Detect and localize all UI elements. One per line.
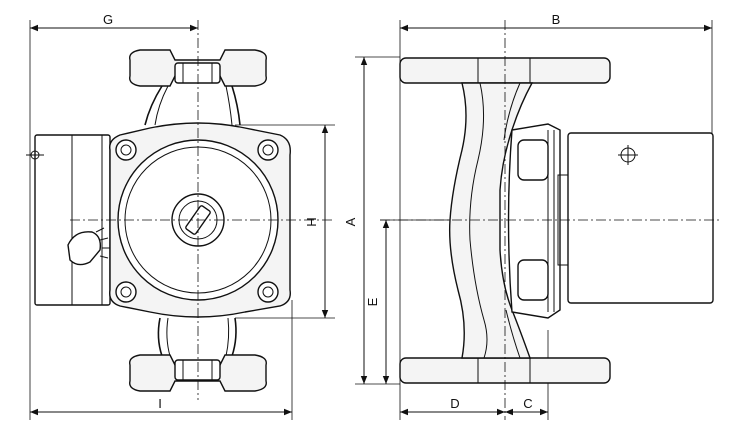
- dim-label-a: A: [343, 217, 358, 226]
- front-bottom-flange: [129, 354, 267, 392]
- front-top-flange: [129, 49, 267, 87]
- dim-label-g: G: [103, 12, 113, 27]
- dim-label-d: D: [450, 396, 459, 411]
- speed-selector-knob: [67, 227, 110, 266]
- side-motor: [567, 132, 714, 304]
- dim-label-b: B: [552, 12, 561, 27]
- dim-label-c: C: [523, 396, 532, 411]
- side-view: B A E D C: [343, 12, 720, 420]
- dim-label-e: E: [365, 297, 380, 306]
- front-view: G H I: [26, 12, 335, 420]
- dim-label-i: I: [158, 396, 162, 411]
- side-motor-collar: [507, 123, 569, 319]
- dim-label-h: H: [304, 217, 319, 226]
